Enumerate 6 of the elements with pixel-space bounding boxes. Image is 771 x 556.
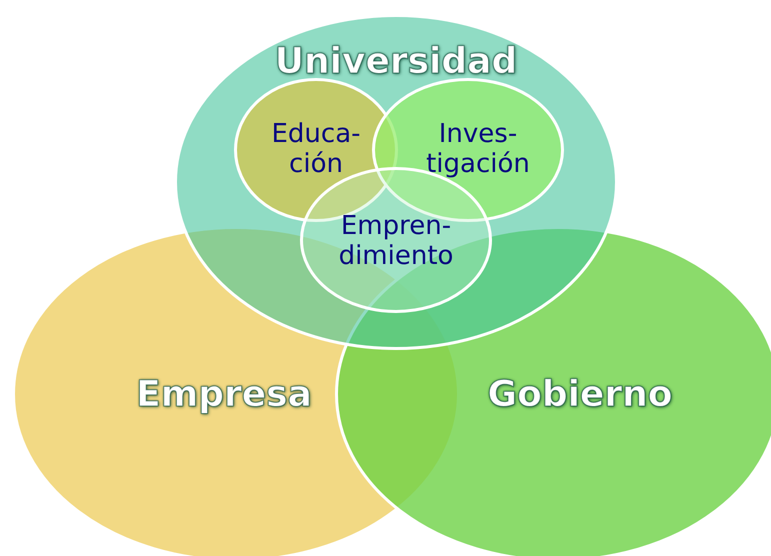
circle-label: Empresa	[136, 375, 312, 415]
circle-label: Inves- tigación	[425, 120, 531, 180]
circle-label: Empren- dimiento	[338, 212, 454, 272]
circle-label: Gobierno	[488, 375, 672, 415]
circle-label: Universidad	[274, 42, 518, 82]
circle-label: Educa- ción	[270, 120, 362, 180]
